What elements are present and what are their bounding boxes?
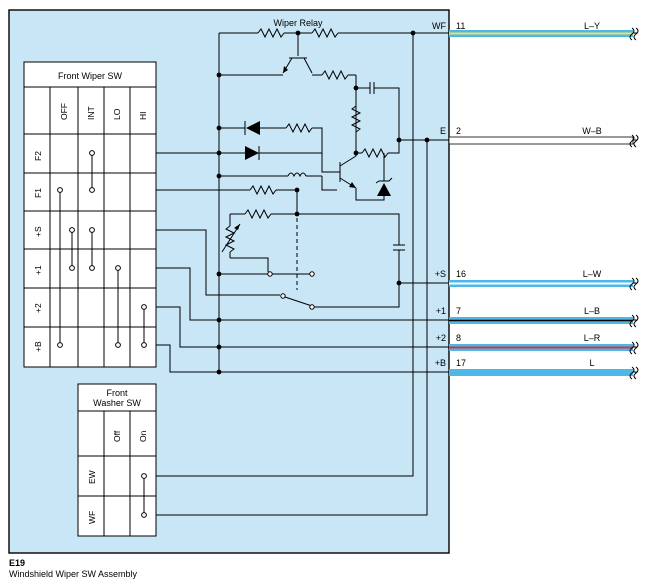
- row-label-plus-2: +2: [33, 303, 43, 313]
- front-wiper-switch-title: Front Wiper SW: [58, 71, 123, 81]
- washer-column-label-on: On: [138, 430, 148, 442]
- wiper-relay-label: Wiper Relay: [273, 18, 323, 28]
- terminal-name-wf: WF: [432, 21, 446, 31]
- component-name: Windshield Wiper SW Assembly: [9, 569, 138, 579]
- wire-color-l-y: L–Y: [584, 21, 600, 31]
- switch-row-wiring: [156, 33, 637, 516]
- terminal-name-plus-2: +2: [436, 333, 446, 343]
- row-label-plus-1: +1: [33, 265, 43, 275]
- component-code: E19: [9, 558, 25, 568]
- front-washer-switch-title-line1: Front: [106, 388, 128, 398]
- terminal-pin-7: 7: [456, 306, 461, 316]
- front-washer-switch-table: Front Washer SW Off On EW WF: [77, 383, 157, 537]
- front-wiper-switch-table: Front Wiper SW OFF INT LO HI F2 F1 +S +1…: [23, 61, 157, 368]
- terminal-pin-8: 8: [456, 333, 461, 343]
- wire-color-l-b: L–B: [584, 306, 600, 316]
- terminal-pin-2: 2: [456, 126, 461, 136]
- terminal-pin-16: 16: [456, 269, 466, 279]
- terminal-labels: WF 11 L–Y E 2 W–B +S 16 L–W +1 7 L–B +2 …: [432, 21, 602, 368]
- washer-column-label-off: Off: [112, 430, 122, 442]
- wire-color-w-b: W–B: [582, 126, 602, 136]
- row-label-f2: F2: [33, 151, 43, 161]
- terminal-name-plus-1: +1: [436, 306, 446, 316]
- harness-wires: [448, 27, 639, 380]
- terminal-pin-11: 11: [456, 21, 465, 31]
- washer-row-label-ew: EW: [87, 470, 97, 484]
- column-label-int: INT: [86, 106, 96, 120]
- washer-row-label-wf: WF: [87, 511, 97, 524]
- front-wiper-switch-connections: [57, 150, 147, 348]
- wire-color-l: L: [589, 358, 594, 368]
- row-label-plus-b: +B: [33, 341, 43, 352]
- wire-color-l-w: L–W: [583, 269, 602, 279]
- column-label-off: OFF: [59, 103, 69, 120]
- wire-color-l-r: L–R: [584, 333, 601, 343]
- wiper-relay-circuit: Wiper Relay: [216, 18, 637, 375]
- row-label-plus-s: +S: [33, 226, 43, 237]
- wire-w-b: [448, 136, 634, 145]
- terminal-name-plus-s: +S: [435, 269, 446, 279]
- row-label-f1: F1: [33, 188, 43, 198]
- terminal-name-e: E: [440, 126, 446, 136]
- column-label-hi: HI: [138, 112, 148, 121]
- wire-l: [449, 369, 633, 376]
- terminal-name-plus-b: +B: [435, 358, 446, 368]
- column-label-lo: LO: [112, 108, 122, 120]
- terminal-pin-17: 17: [456, 358, 466, 368]
- front-washer-switch-title-line2: Washer SW: [93, 398, 141, 408]
